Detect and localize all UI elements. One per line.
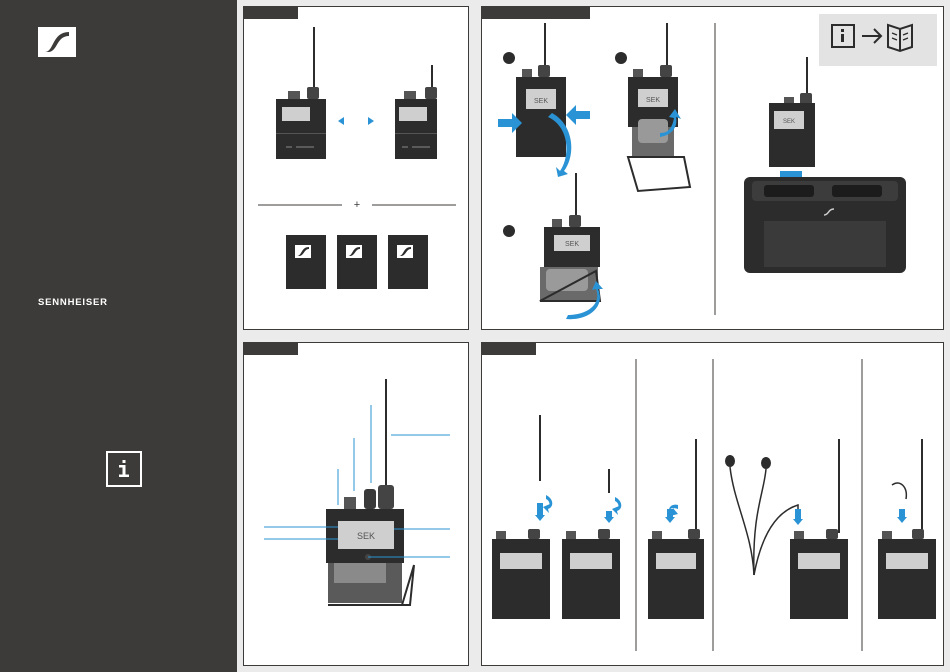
info-icon	[106, 451, 142, 487]
step-3-marker	[503, 225, 515, 237]
brand-name: SENNHEISER	[38, 297, 108, 308]
panel-pairing: +	[243, 6, 469, 330]
press-right-arrow	[566, 105, 590, 125]
panel-antenna-earphones	[481, 342, 944, 666]
see-manual-hint	[819, 14, 937, 66]
device-box-1	[286, 235, 326, 289]
sidebar: SENNHEISER	[0, 0, 237, 672]
panel-controls-overview: SEK	[243, 342, 469, 666]
device-box-2	[337, 235, 377, 289]
battery-illustration: SEK SEK SEK	[482, 7, 945, 331]
sennheiser-logo-icon	[38, 27, 76, 57]
bodypack-antenna-2	[562, 469, 621, 619]
bodypack-antenna-1	[492, 415, 552, 619]
arrow-left-icon	[338, 117, 344, 125]
device-display-text: SEK	[565, 241, 579, 248]
device-display-text: SEK	[646, 97, 660, 104]
charger-with-bodypack: SEK	[744, 57, 906, 273]
panel-battery-charging: SEK SEK SEK	[481, 6, 944, 330]
arrow-right-icon	[368, 117, 374, 125]
bodypack-left	[276, 27, 326, 159]
step-2-bodypack: SEK	[628, 23, 690, 191]
controls-illustration: SEK	[244, 343, 470, 667]
device-display-text: SEK	[534, 98, 548, 105]
step-3-bodypack: SEK	[540, 173, 603, 319]
bodypack-earphones	[790, 439, 848, 619]
antenna-illustration	[482, 343, 945, 667]
device-box-3	[388, 235, 428, 289]
step-2-marker	[615, 52, 627, 64]
pairing-illustration: +	[244, 7, 470, 331]
step-1-bodypack: SEK	[498, 23, 590, 177]
bodypack-cable	[878, 439, 936, 619]
step-1-marker	[503, 52, 515, 64]
device-display-text: SEK	[357, 531, 375, 541]
plus-sign: +	[354, 199, 360, 211]
bodypack-right	[395, 65, 437, 159]
bodypack-antenna-3	[648, 439, 704, 619]
device-display-text: SEK	[783, 119, 795, 125]
